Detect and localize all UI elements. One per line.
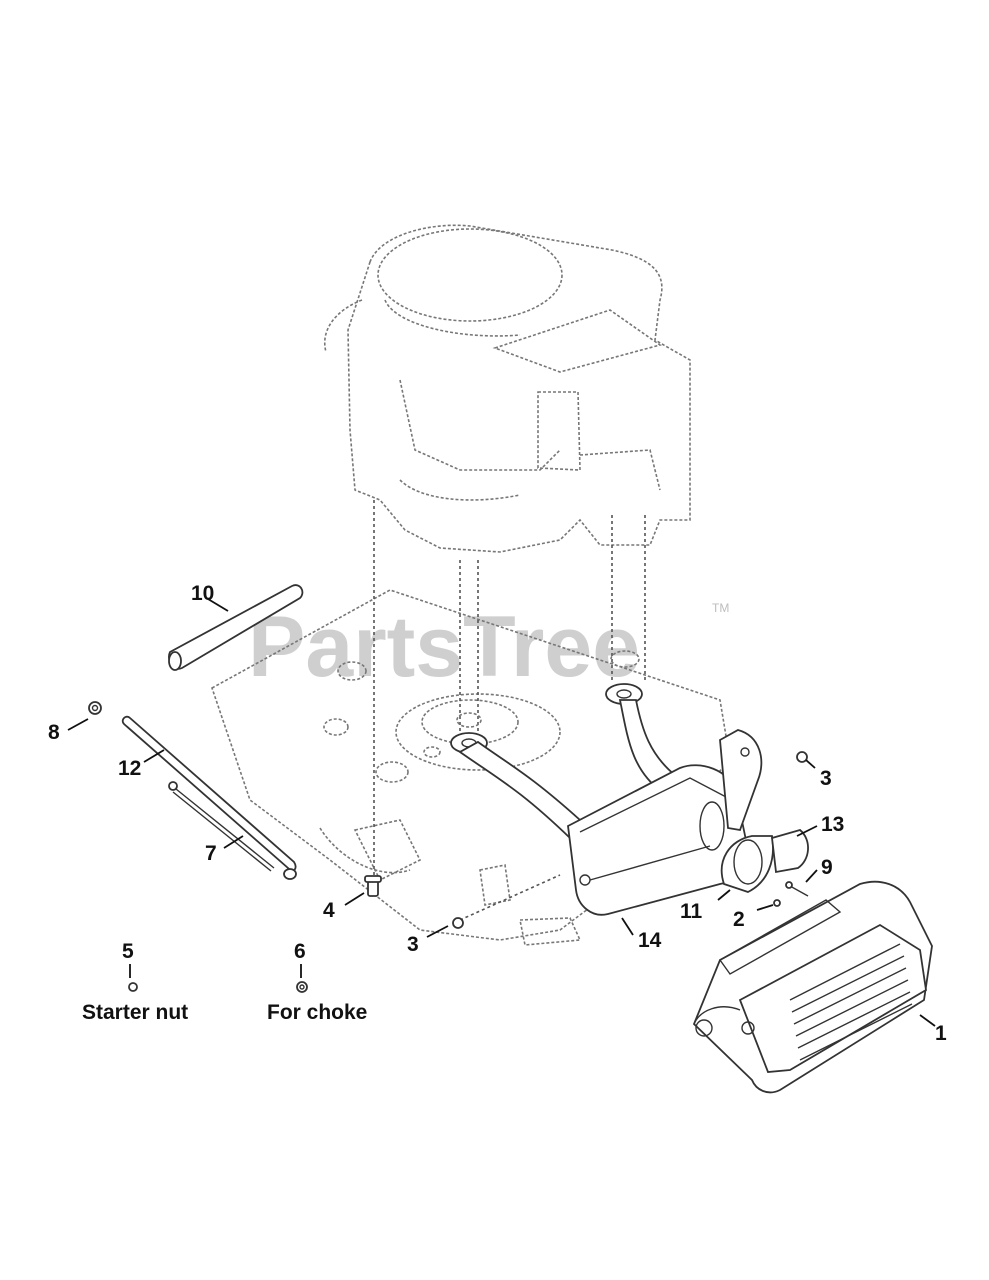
callout-5: 5	[122, 940, 134, 963]
note-for-choke: For choke	[267, 1001, 367, 1024]
part-notes: Starter nut For choke	[82, 1001, 367, 1024]
part-13-spark-arrestor	[771, 829, 809, 874]
alignment-guides	[373, 500, 646, 921]
part-11-deflector	[720, 835, 774, 893]
part-3-washer-upper	[796, 751, 808, 763]
callout-13: 13	[821, 813, 844, 836]
callout-8: 8	[48, 721, 60, 744]
watermark: PartsTree TM	[248, 599, 729, 695]
callout-6: 6	[294, 940, 306, 963]
watermark-trademark: TM	[712, 601, 729, 615]
callout-10: 10	[191, 582, 214, 605]
callout-4: 4	[323, 899, 335, 922]
part-8-nut	[88, 701, 102, 715]
callout-9: 9	[821, 856, 833, 879]
callout-7: 7	[205, 842, 217, 865]
note-starter-nut: Starter nut	[82, 1001, 188, 1024]
part-4-bolt	[364, 875, 382, 897]
part-9-screw	[785, 881, 809, 897]
engine-deck-outline	[211, 589, 731, 946]
engine-outline	[323, 224, 691, 553]
callout-12: 12	[118, 757, 141, 780]
part-5-starter-nut	[128, 982, 138, 992]
callout-14: 14	[638, 929, 662, 952]
part-12-rod	[121, 715, 297, 880]
leader-lines	[67, 598, 936, 1027]
part-2-screw	[773, 899, 781, 907]
watermark-brand: PartsTree	[248, 599, 640, 695]
heat-shield-slots	[789, 943, 913, 1061]
part-7-cable-tie	[168, 781, 275, 872]
callout-2: 2	[733, 908, 745, 931]
callout-1: 1	[935, 1022, 947, 1045]
part-14-muffler	[458, 699, 750, 916]
callout-3-upper: 3	[820, 767, 832, 790]
callout-3-lower: 3	[407, 933, 419, 956]
part-1-heat-shield	[692, 880, 933, 1094]
part-10-tube	[168, 584, 304, 671]
part-3-washer-lower	[452, 917, 464, 929]
callout-11: 11	[680, 900, 703, 923]
callout-labels: 10 8 12 7 4 3 5 6 14 3 13 9 11 2 1	[48, 582, 947, 1045]
muffler-bracket	[719, 729, 763, 832]
part-6-choke-nut	[296, 981, 308, 993]
